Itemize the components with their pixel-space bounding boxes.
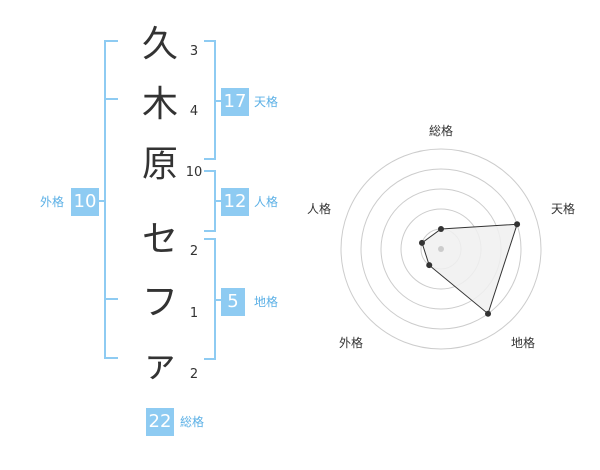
radar-axis-label-chikaku: 地格	[510, 336, 535, 350]
radar-axis-label-soukaku: 総格	[428, 124, 453, 138]
radar-point-0	[438, 226, 444, 232]
name-char-4: セ	[141, 219, 178, 260]
stroke-count-1: 3	[189, 44, 199, 59]
stroke-count-2: 4	[189, 104, 199, 119]
name-char-1: 久	[141, 24, 178, 65]
name-char-6: ァ	[141, 344, 178, 385]
stroke-count-6: 2	[189, 367, 199, 382]
stroke-count-5: 1	[189, 306, 199, 321]
jinkaku-value: 12	[221, 188, 249, 216]
radar-point-1	[514, 221, 521, 228]
chikaku-label: 地格	[254, 295, 279, 309]
radar-grid-ring-5	[340, 148, 542, 350]
radar-grid-ring-4	[360, 168, 522, 330]
gaikaku-value: 10	[71, 188, 99, 216]
tenkaku-value: 17	[221, 88, 249, 116]
name-char-5: フ	[141, 282, 178, 323]
tenkaku-label: 天格	[254, 95, 279, 109]
radar-axis-label-gaikaku: 外格	[338, 336, 363, 350]
radar-point-3	[426, 262, 433, 269]
soukaku-label: 総格	[180, 415, 205, 429]
name-char-2: 木	[141, 84, 178, 125]
stroke-count-3: 10	[185, 165, 203, 180]
radar-series-area	[421, 223, 518, 315]
radar-axis-label-tenkaku: 天格	[550, 202, 575, 216]
soukaku-value: 22	[146, 408, 174, 436]
stroke-count-4: 2	[189, 244, 199, 259]
name-char-3: 原	[141, 144, 178, 185]
radar-point-2	[485, 310, 492, 317]
radar-point-4	[418, 239, 425, 246]
jinkaku-label: 人格	[254, 195, 279, 209]
radar-center-dot	[438, 246, 444, 252]
chikaku-value: 5	[221, 288, 245, 316]
gaikaku-label: 外格	[40, 195, 65, 209]
radar-axis-label-jinkaku: 人格	[306, 202, 331, 216]
